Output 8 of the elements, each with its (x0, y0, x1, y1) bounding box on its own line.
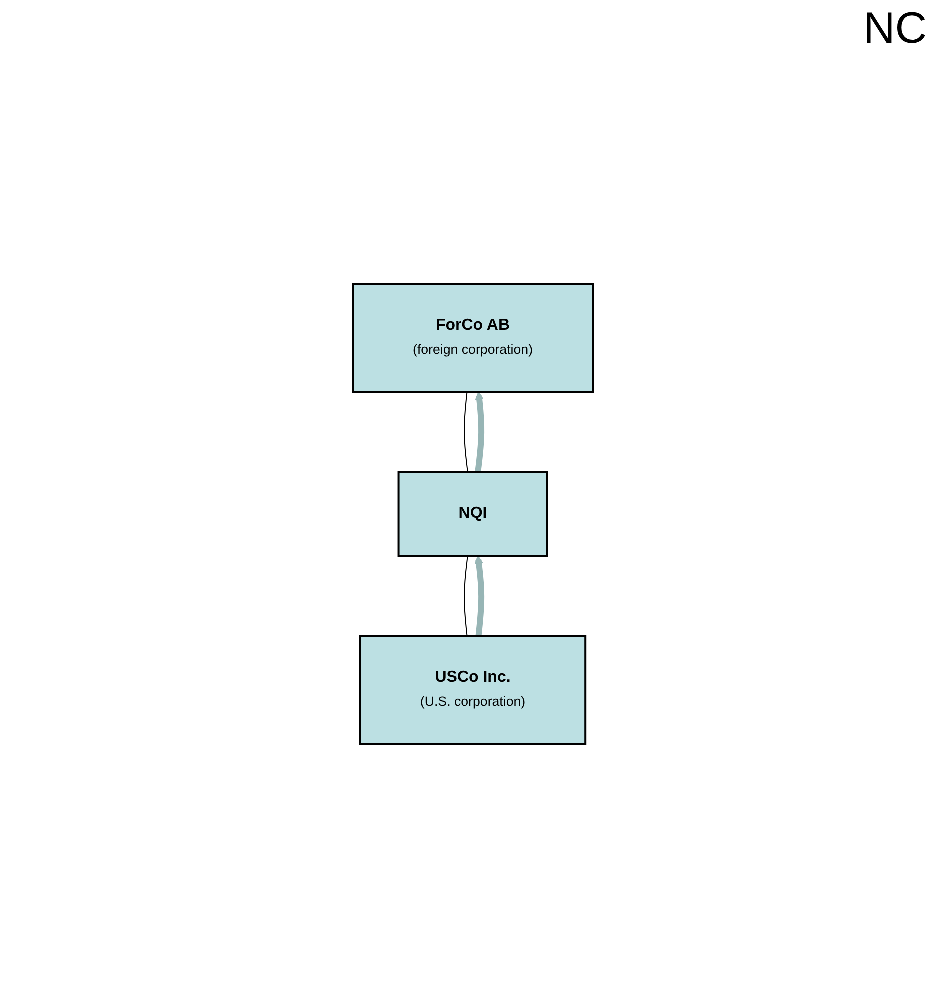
node-box: NQI (398, 471, 549, 557)
arrow (476, 392, 486, 472)
connector (464, 556, 469, 636)
arrow (475, 556, 486, 636)
connector (464, 392, 469, 472)
node-box: USCo Inc. (U.S. corporation) (360, 635, 588, 745)
diagram-title: NC (862, 3, 928, 54)
node-box: ForCo AB (foreign corporation) (352, 283, 594, 393)
